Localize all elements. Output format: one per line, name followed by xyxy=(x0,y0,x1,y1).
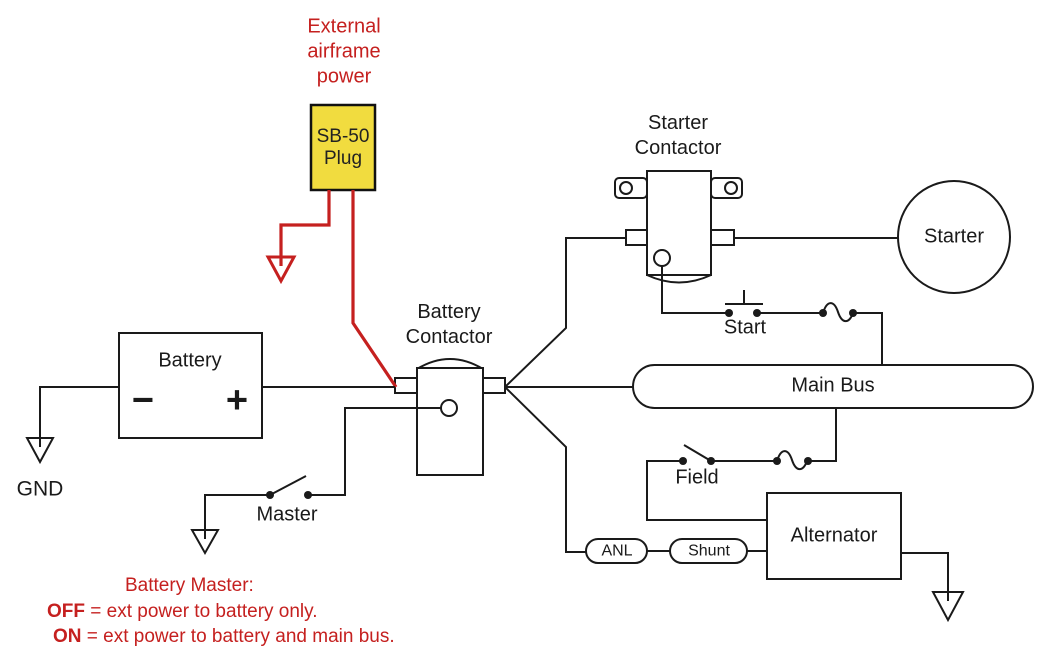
battery-contactor-label: Battery Contactor xyxy=(405,301,493,348)
alternator-ground-wire xyxy=(901,552,949,601)
master-label: Master xyxy=(256,503,318,526)
gnd-label: GND xyxy=(16,477,64,501)
battery-master-note-title: Battery Master: xyxy=(125,575,254,596)
alternator-box xyxy=(766,492,902,580)
coil-to-start-wire xyxy=(661,266,729,314)
starter-contactor-label: Starter Contactor xyxy=(634,112,722,159)
on-text: = ext power to battery and main bus. xyxy=(86,626,395,647)
anl-label: ANL xyxy=(601,542,633,560)
alternator-label: Alternator xyxy=(790,524,878,547)
on-keyword: ON xyxy=(53,626,82,647)
battery-plus-sign: + xyxy=(225,379,249,422)
off-text: = ext power to battery only. xyxy=(90,601,318,622)
start-label: Start xyxy=(723,316,767,339)
bus-to-field-wire xyxy=(808,408,837,462)
battery-box xyxy=(118,332,263,439)
battery-master-note-on: ON = ext power to battery and main bus. xyxy=(53,626,395,648)
external-power-label: External airframe power xyxy=(307,15,381,88)
contactor-fanout-wires xyxy=(505,237,633,553)
field-switch-icon xyxy=(679,444,715,465)
battery-label: Battery xyxy=(158,349,222,372)
field-label: Field xyxy=(675,466,719,489)
field-to-alternator-wire xyxy=(646,460,767,521)
off-keyword: OFF xyxy=(47,601,85,622)
start-fuse-icon xyxy=(819,302,857,323)
battery-master-note-off: OFF = ext power to battery only. xyxy=(47,601,318,623)
external-power-wires xyxy=(279,190,398,388)
master-coil-wire xyxy=(308,407,441,496)
main-bus-label: Main Bus xyxy=(791,374,875,397)
battery-ground-wire xyxy=(39,386,119,447)
sb50-plug-label: SB-50 Plug xyxy=(316,126,370,169)
battery-ground-icon xyxy=(25,437,55,465)
shunt-label: Shunt xyxy=(688,542,730,560)
external-ground-icon xyxy=(265,255,297,285)
fuse-to-bus-wire xyxy=(853,312,883,365)
starter-contactor-symbol xyxy=(614,170,743,284)
battery-contactor-symbol xyxy=(394,358,506,476)
master-ground-icon xyxy=(190,529,220,556)
master-switch-icon xyxy=(204,475,312,539)
alternator-ground-icon xyxy=(931,591,965,623)
battery-minus-sign: − xyxy=(131,379,155,422)
starter-label: Starter xyxy=(923,225,985,248)
sb50-plug-box xyxy=(309,103,377,192)
field-fuse-icon xyxy=(773,450,812,471)
